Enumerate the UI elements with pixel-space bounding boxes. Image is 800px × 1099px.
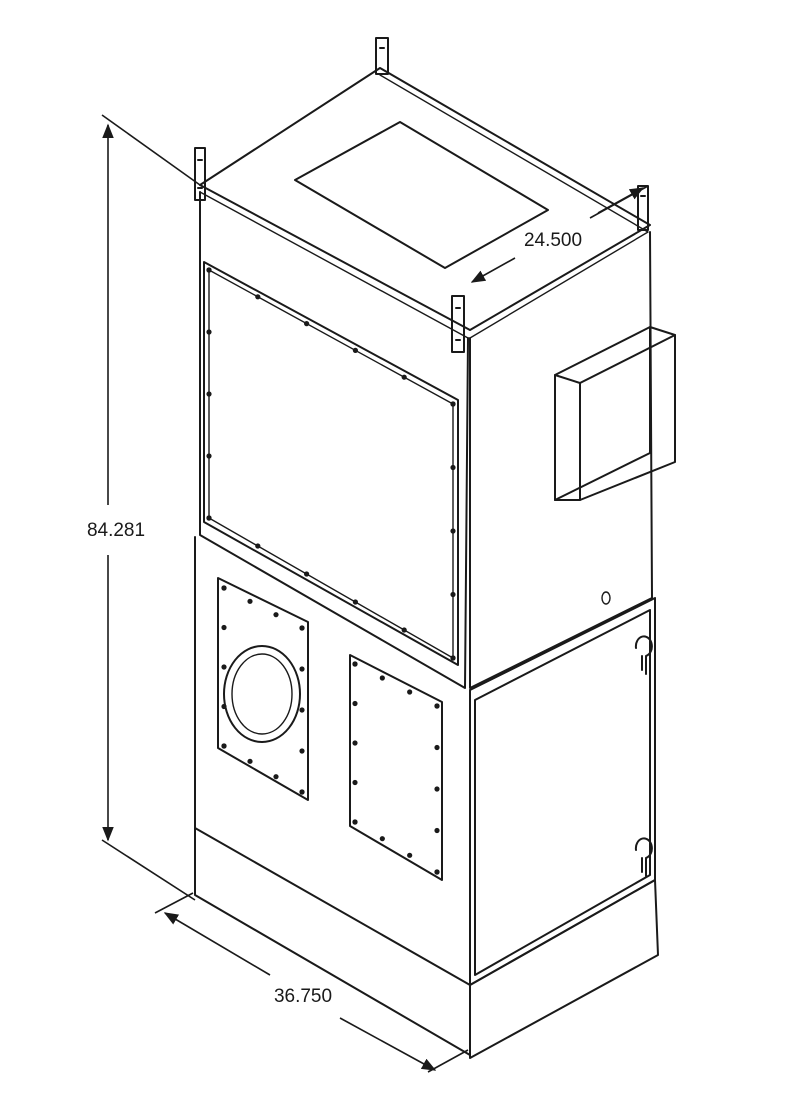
lifting-lug [451, 295, 465, 353]
bolt [221, 743, 227, 749]
door-handle-upper [634, 635, 653, 675]
bolt [407, 852, 413, 858]
electrical-junction-box [554, 326, 676, 501]
upper-right-face [469, 231, 653, 689]
cabinet-top-face [199, 67, 651, 331]
bolt [352, 661, 358, 667]
dimension-width-label: 36.750 [274, 986, 332, 1007]
bolt [206, 453, 212, 459]
bolt [434, 703, 440, 709]
bolt [299, 666, 305, 672]
bolt [450, 401, 456, 407]
lifting-lug [375, 37, 389, 75]
bolt [221, 585, 227, 591]
bolt [401, 374, 407, 380]
upper-access-panel-inner [208, 269, 454, 659]
bolt [255, 543, 261, 549]
bolt [434, 786, 440, 792]
door-handle-lower [634, 837, 653, 877]
bolt [206, 515, 212, 521]
bolt [450, 591, 456, 598]
indicator-hole [601, 591, 611, 605]
duct-collar-outer [223, 645, 301, 743]
dimension-depth: 24.500 [470, 185, 649, 283]
bolt [206, 329, 212, 335]
base-plinth [469, 879, 659, 1059]
bolt [206, 391, 212, 397]
junction-box-face [579, 334, 676, 501]
bolt [299, 789, 305, 795]
dimension-depth-label: 24.500 [524, 230, 582, 251]
top-rail [199, 74, 649, 339]
bolt [379, 836, 385, 842]
bolt [352, 740, 358, 746]
plinth-line [194, 827, 471, 986]
bolt [299, 625, 305, 631]
bolt [299, 707, 305, 713]
bolt [434, 744, 440, 751]
bolt [206, 267, 212, 273]
dimension-height: 84.281 [87, 114, 201, 901]
lower-access-panel [349, 654, 443, 881]
bolt [352, 779, 358, 786]
bolt [450, 464, 456, 471]
bolt [450, 655, 456, 661]
bolt [304, 571, 310, 577]
bolt [352, 599, 358, 605]
bolt [434, 827, 440, 834]
bolt [407, 689, 413, 695]
bolt [352, 700, 358, 707]
duct-collar-inner [231, 653, 293, 735]
bolt [247, 598, 253, 604]
bolt [352, 819, 358, 825]
roof-hatch [294, 121, 549, 269]
junction-box-side [554, 326, 651, 501]
bolt [450, 528, 456, 534]
bolt [352, 347, 358, 353]
upper-cabinet [199, 67, 653, 689]
bolt [379, 675, 385, 681]
bolt [221, 703, 227, 710]
lower-left-face [194, 536, 471, 1056]
bolt [434, 869, 440, 875]
bolt [299, 748, 305, 754]
bolt [304, 321, 310, 327]
panel-bolts [206, 267, 456, 875]
upper-left-face [199, 191, 469, 689]
bolt [273, 774, 279, 780]
duct-inlet-panel [217, 577, 309, 801]
dimension-width: 36.750 [154, 892, 469, 1073]
bolt [221, 624, 227, 631]
access-door [474, 609, 651, 976]
bolt [221, 664, 227, 670]
bolt [247, 758, 253, 764]
lower-cabinet [194, 536, 659, 1059]
bolt [273, 612, 279, 618]
dimension-height-label: 84.281 [87, 520, 145, 541]
bolt [255, 294, 261, 300]
bolt [401, 627, 407, 633]
upper-access-panel [203, 261, 459, 666]
lifting-lug [194, 147, 206, 201]
